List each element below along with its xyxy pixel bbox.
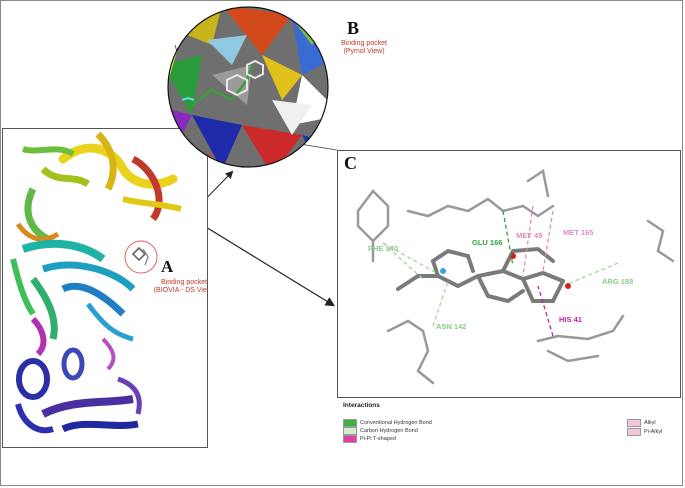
legend-label: Alkyl bbox=[644, 420, 656, 426]
legend-title: Interactions bbox=[343, 402, 380, 409]
label-met165: MET 165 bbox=[563, 228, 593, 237]
legend-item-pi-alkyl: Pi-Alkyl bbox=[627, 428, 662, 436]
label-glu166: GLU 166 bbox=[472, 238, 502, 247]
legend-label: Pi-Pi T-shaped bbox=[360, 436, 396, 442]
legend-item-carbon-hbond: Carbon Hydrogen Bond bbox=[343, 427, 418, 435]
legend-item-pi-pi: Pi-Pi T-shaped bbox=[343, 435, 396, 443]
panel-a-caption-line2: (BIOVIA - DS View) bbox=[153, 287, 207, 294]
panel-c-interaction-view: C bbox=[337, 150, 681, 398]
legend-item-alkyl: Alkyl bbox=[627, 419, 656, 427]
label-phe140: PHE 140 bbox=[368, 244, 398, 253]
label-arg188: ARG 188 bbox=[602, 277, 633, 286]
legend-swatch bbox=[343, 419, 357, 427]
legend-swatch bbox=[627, 419, 641, 427]
panel-a-caption-line1: Binding pocket bbox=[161, 279, 207, 286]
panel-a-protein-view: A Binding pocket (BIOVIA - DS View) bbox=[2, 128, 208, 448]
panel-b-caption-line1: Binding pocket bbox=[341, 40, 387, 47]
panel-b-caption: Binding pocket (Pymol View) bbox=[330, 40, 398, 56]
label-asn142: ASN 142 bbox=[436, 322, 466, 331]
panel-a-caption: Binding pocket (BIOVIA - DS View) bbox=[149, 279, 207, 295]
legend-label: Conventional Hydrogen Bond bbox=[360, 420, 432, 426]
interactions-legend: Interactions Conventional Hydrogen Bond … bbox=[337, 402, 681, 443]
legend-swatch bbox=[627, 428, 641, 436]
legend-swatch bbox=[343, 435, 357, 443]
panel-c-letter: C bbox=[344, 153, 357, 173]
label-his41: HIS 41 bbox=[559, 315, 582, 324]
label-met49: MET 49 bbox=[516, 231, 542, 240]
panel-b-letter: B bbox=[347, 18, 360, 38]
panel-a-letter: A bbox=[161, 257, 174, 276]
legend-swatch bbox=[343, 427, 357, 435]
protein-ribbon bbox=[10, 131, 182, 434]
legend-label: Carbon Hydrogen Bond bbox=[360, 428, 418, 434]
interaction-diagram: PHE 140 GLU 166 MET 49 MET 165 ARG 188 A… bbox=[356, 168, 675, 385]
panel-b-caption-line2: (Pymol View) bbox=[343, 48, 385, 55]
legend-label: Pi-Alkyl bbox=[644, 429, 663, 435]
legend-item-conventional-hbond: Conventional Hydrogen Bond bbox=[343, 419, 432, 427]
panel-b-surface-view bbox=[167, 6, 329, 168]
